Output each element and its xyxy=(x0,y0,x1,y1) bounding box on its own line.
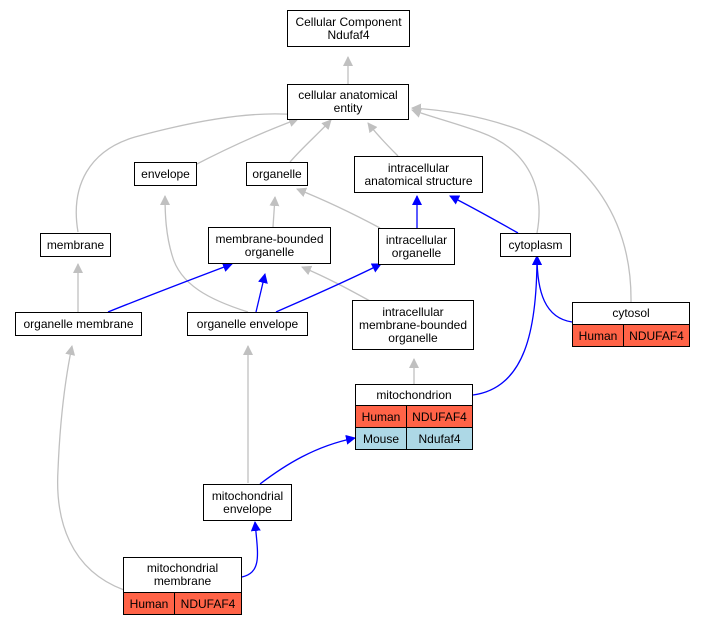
node-label: intracellular anatomical structure xyxy=(364,160,473,188)
species-cell: Human xyxy=(124,593,175,614)
node-label: mitochondrial membrane xyxy=(146,561,219,588)
node-label: cellular anatomical entity xyxy=(298,88,398,115)
node-mitochondrial-envelope[interactable]: mitochondrial envelope xyxy=(203,484,292,521)
node-label: mitochondrial envelope xyxy=(211,488,284,516)
node-label: intracellular membrane-bounded organelle xyxy=(358,304,468,345)
species-cell: Human xyxy=(356,406,407,427)
gene-row-human: Human NDUFAF4 xyxy=(573,324,689,346)
gene-row-human: Human NDUFAF4 xyxy=(356,405,472,427)
edge-orgmem-to-mbo xyxy=(107,262,233,313)
node-organelle[interactable]: organelle xyxy=(246,162,308,186)
edge-envelope-to-cae xyxy=(192,117,299,167)
node-label: Cellular Component Ndufaf4 xyxy=(295,14,402,42)
edge-cytoplasm-to-ias xyxy=(449,195,519,234)
node-label: cytosol xyxy=(612,306,650,320)
edge-ias-to-cae xyxy=(367,122,399,157)
node-intracellular-organelle[interactable]: intracellular organelle xyxy=(378,228,455,265)
edge-organelle-to-cae xyxy=(289,119,332,163)
node-organelle-envelope[interactable]: organelle envelope xyxy=(187,312,308,336)
node-cytosol[interactable]: cytosol Human NDUFAF4 xyxy=(572,302,690,347)
node-intracellular-anatomical-structure[interactable]: intracellular anatomical structure xyxy=(354,156,483,193)
species-cell: Mouse xyxy=(356,428,407,449)
edge-orgenv-to-mbo xyxy=(255,273,268,313)
node-label: organelle envelope xyxy=(196,316,299,331)
node-label: envelope xyxy=(141,166,190,181)
edge-mbo-to-organelle xyxy=(269,196,280,228)
species-cell: Human xyxy=(573,325,624,346)
node-label: organelle xyxy=(252,166,302,181)
edge-orgenv-to-io xyxy=(275,263,382,313)
node-label: mitochondrion xyxy=(376,387,452,402)
gene-row-human: Human NDUFAF4 xyxy=(124,592,241,614)
node-organelle-membrane[interactable]: organelle membrane xyxy=(15,312,142,336)
edge-mitomem-to-mitoenv xyxy=(241,521,261,578)
gene-cell: NDUFAF4 xyxy=(629,328,684,343)
edge-cytosol-to-cae xyxy=(411,103,632,303)
node-envelope[interactable]: envelope xyxy=(134,162,197,186)
gene-row-mouse: Mouse Ndufaf4 xyxy=(356,427,472,449)
node-label: membrane-bounded organelle xyxy=(215,231,324,259)
node-mitochondrial-membrane[interactable]: mitochondrial membrane Human NDUFAF4 xyxy=(123,557,242,615)
node-cytoplasm[interactable]: cytoplasm xyxy=(500,233,571,257)
gene-cell: Ndufaf4 xyxy=(418,431,461,446)
node-membrane-bounded-organelle[interactable]: membrane-bounded organelle xyxy=(208,227,331,264)
node-intracellular-membrane-bounded-organelle[interactable]: intracellular membrane-bounded organelle xyxy=(352,300,474,350)
node-cellular-component-root[interactable]: Cellular Component Ndufaf4 xyxy=(287,10,410,47)
node-label: cytoplasm xyxy=(508,237,563,252)
gene-cell: NDUFAF4 xyxy=(180,596,236,611)
node-label: membrane xyxy=(46,237,105,252)
node-cellular-anatomical-entity[interactable]: cellular anatomical entity xyxy=(287,84,409,120)
gene-cell: NDUFAF4 xyxy=(412,409,467,424)
node-label: organelle membrane xyxy=(23,316,134,331)
edge-cytosol-to-cytoplasm xyxy=(532,255,573,323)
node-mitochondrion[interactable]: mitochondrion Human NDUFAF4 Mouse Ndufaf… xyxy=(355,384,473,450)
node-label: intracellular organelle xyxy=(385,232,448,260)
edge-io-to-organelle xyxy=(296,187,381,229)
edge-mito-to-cytoplasm xyxy=(472,255,542,396)
node-membrane[interactable]: membrane xyxy=(40,233,111,257)
edge-orgenv-to-envelope xyxy=(160,195,249,313)
edge-membrane-to-cae xyxy=(75,109,299,233)
edge-mitomem-to-orgmem xyxy=(56,345,125,591)
edge-cytoplasm-to-cae xyxy=(411,108,540,234)
edge-mitoenv-to-mito xyxy=(259,434,356,485)
